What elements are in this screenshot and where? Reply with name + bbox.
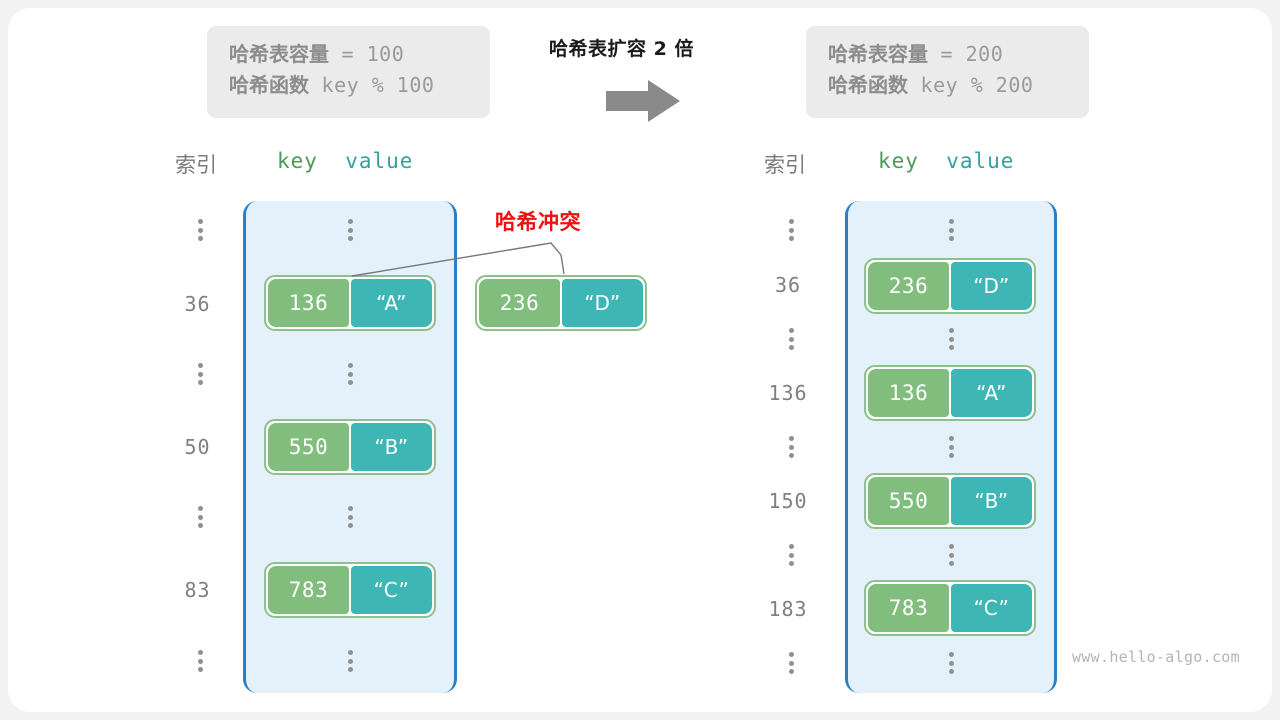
after-entry-5[interactable]: 550 “B” bbox=[864, 473, 1036, 529]
after-entry-1-value: “D” bbox=[951, 262, 1032, 310]
right-arrow-icon bbox=[606, 80, 680, 122]
after-keyvalue-header: key value bbox=[878, 149, 1014, 173]
after-index-ellipsis-6 bbox=[787, 544, 795, 566]
after-index-ellipsis-0 bbox=[787, 219, 795, 241]
before-index-ellipsis-6 bbox=[196, 650, 204, 672]
collision-overflow-entry[interactable]: 236 “D” bbox=[475, 275, 647, 331]
before-bucket-ellipsis-4 bbox=[346, 506, 354, 528]
after-index-ellipsis-2 bbox=[787, 328, 795, 350]
after-index-ellipsis-4 bbox=[787, 436, 795, 458]
transition-title: 哈希表扩容 2 倍 bbox=[549, 38, 694, 60]
after-entry-7-value: “C” bbox=[951, 584, 1032, 632]
before-entry-3-key: 550 bbox=[268, 423, 349, 471]
before-capacity-expr: = 100 bbox=[329, 42, 405, 66]
after-function-expr: key % 200 bbox=[908, 73, 1034, 97]
after-index-header: 索引 bbox=[764, 153, 806, 177]
before-index-label-5: 83 bbox=[184, 578, 211, 602]
before-index-label-3: 50 bbox=[184, 435, 211, 459]
after-function-line: 哈希函数 key % 200 bbox=[828, 70, 1067, 101]
before-entry-3[interactable]: 550 “B” bbox=[264, 419, 436, 475]
diagram-frame bbox=[8, 8, 1272, 712]
before-function-line: 哈希函数 key % 100 bbox=[229, 70, 468, 101]
before-function-label: 哈希函数 bbox=[229, 73, 309, 97]
after-entry-5-value: “B” bbox=[951, 477, 1032, 525]
collision-label: 哈希冲突 bbox=[495, 210, 581, 234]
before-capacity-label: 哈希表容量 bbox=[229, 42, 329, 66]
after-entry-3[interactable]: 136 “A” bbox=[864, 365, 1036, 421]
after-capacity-expr: = 200 bbox=[928, 42, 1004, 66]
collision-overflow-key: 236 bbox=[479, 279, 560, 327]
after-entry-1[interactable]: 236 “D” bbox=[864, 258, 1036, 314]
after-entry-7[interactable]: 783 “C” bbox=[864, 580, 1036, 636]
watermark: www.hello-algo.com bbox=[1072, 648, 1240, 666]
before-index-ellipsis-2 bbox=[196, 363, 204, 385]
before-index-ellipsis-0 bbox=[196, 219, 204, 241]
before-entry-1-key: 136 bbox=[268, 279, 349, 327]
before-entry-5[interactable]: 783 “C” bbox=[264, 562, 436, 618]
after-bucket-ellipsis-8 bbox=[947, 652, 955, 674]
before-key-header: key bbox=[277, 149, 318, 173]
before-keyvalue-header: key value bbox=[277, 149, 413, 173]
after-index-label-5: 150 bbox=[768, 489, 808, 513]
after-key-header: key bbox=[878, 149, 919, 173]
after-index-label-7: 183 bbox=[768, 597, 808, 621]
header-space bbox=[318, 149, 345, 173]
after-value-header: value bbox=[946, 149, 1015, 173]
before-bucket-ellipsis-0 bbox=[346, 219, 354, 241]
before-value-header: value bbox=[345, 149, 414, 173]
collision-overflow-value: “D” bbox=[562, 279, 643, 327]
after-bucket-ellipsis-4 bbox=[947, 436, 955, 458]
after-index-label-3: 136 bbox=[768, 381, 808, 405]
header-space-2 bbox=[919, 149, 946, 173]
before-entry-5-value: “C” bbox=[351, 566, 432, 614]
after-index-label-1: 36 bbox=[774, 273, 802, 297]
after-info-box: 哈希表容量 = 200 哈希函数 key % 200 bbox=[806, 26, 1089, 118]
before-entry-5-key: 783 bbox=[268, 566, 349, 614]
before-entry-3-value: “B” bbox=[351, 423, 432, 471]
after-capacity-line: 哈希表容量 = 200 bbox=[828, 39, 1067, 70]
before-bucket-ellipsis-6 bbox=[346, 650, 354, 672]
before-index-label-1: 36 bbox=[184, 292, 211, 316]
before-info-box: 哈希表容量 = 100 哈希函数 key % 100 bbox=[207, 26, 490, 118]
after-entry-7-key: 783 bbox=[868, 584, 949, 632]
before-bucket-ellipsis-2 bbox=[346, 363, 354, 385]
after-entry-1-key: 236 bbox=[868, 262, 949, 310]
before-function-expr: key % 100 bbox=[309, 73, 435, 97]
after-bucket-ellipsis-6 bbox=[947, 544, 955, 566]
before-index-ellipsis-4 bbox=[196, 506, 204, 528]
after-bucket-ellipsis-2 bbox=[947, 328, 955, 350]
after-index-ellipsis-8 bbox=[787, 652, 795, 674]
after-function-label: 哈希函数 bbox=[828, 73, 908, 97]
after-entry-3-value: “A” bbox=[951, 369, 1032, 417]
before-index-header: 索引 bbox=[175, 153, 217, 177]
after-capacity-label: 哈希表容量 bbox=[828, 42, 928, 66]
after-entry-3-key: 136 bbox=[868, 369, 949, 417]
after-entry-5-key: 550 bbox=[868, 477, 949, 525]
before-entry-1-value: “A” bbox=[351, 279, 432, 327]
before-capacity-line: 哈希表容量 = 100 bbox=[229, 39, 468, 70]
before-entry-1[interactable]: 136 “A” bbox=[264, 275, 436, 331]
after-bucket-ellipsis-0 bbox=[947, 219, 955, 241]
